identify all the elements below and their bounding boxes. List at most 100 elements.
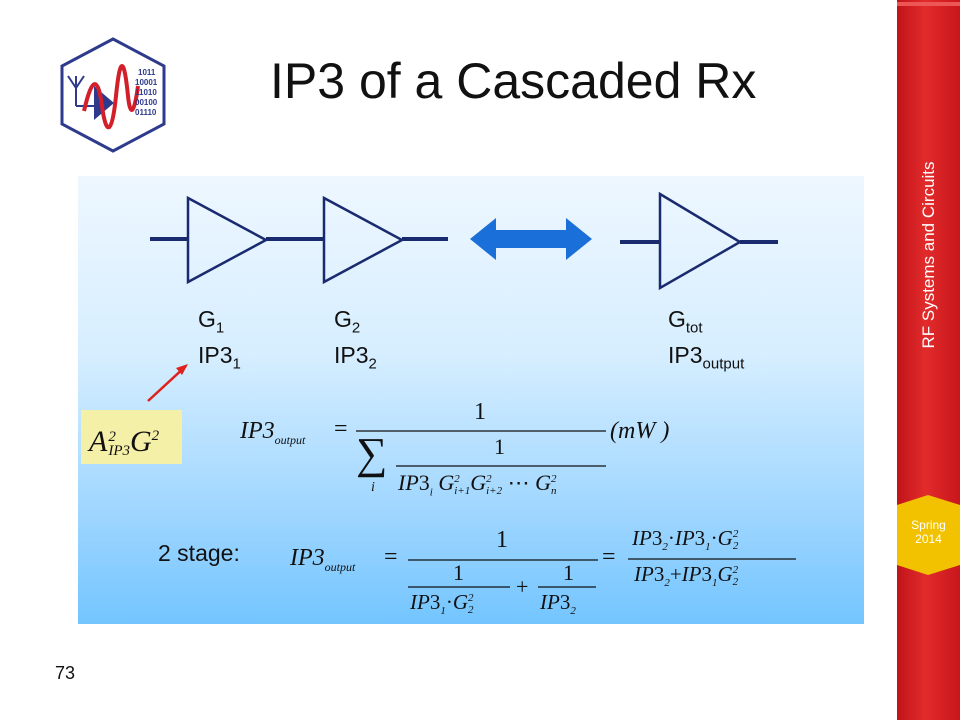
eq2-left-den-sub: 1: [440, 605, 446, 618]
eq2-left-num: 1: [453, 560, 464, 585]
eq2-rd-g: G: [717, 562, 733, 586]
total-gain-label: G: [668, 306, 686, 332]
eq2-rn-sub1: 2: [662, 541, 668, 554]
eq1-sum-index: i: [371, 480, 375, 495]
eq1-den-ip: IP: [398, 470, 419, 495]
eq2-left-den-dot: ·: [445, 590, 453, 614]
eq2-rn-ip1: IP: [632, 526, 652, 550]
page-number: 73: [55, 663, 76, 683]
eq1-numerator: 1: [474, 399, 486, 425]
stage1-ip3-label: IP3: [198, 341, 233, 368]
eq2-rd-three2: 3: [701, 562, 713, 586]
equivalence-double-arrow-icon: [470, 218, 592, 260]
amplifier-diagram: [147, 191, 796, 588]
eq2-rn-dot1: ·: [667, 526, 675, 550]
eq1-lhs-sub: output: [274, 432, 306, 447]
eq2-rd-g-sub: 2: [732, 576, 739, 589]
eq2-rn-g-sup: 2: [732, 528, 739, 541]
eq2-rn-sub2: 1: [705, 541, 711, 554]
term-season: Spring: [911, 518, 946, 532]
eq1-lhs: IP3output: [240, 418, 305, 448]
slide-title: IP3 of a Cascaded Rx: [270, 53, 757, 109]
logo-graphic: 1011 10001 11010 00100 01110: [60, 37, 166, 153]
eq2-lhs-sub: output: [324, 559, 356, 574]
callout-a-sub: IP3: [108, 443, 130, 460]
term-badge: [897, 495, 960, 575]
eq1-den-g1-sup: 2: [454, 472, 460, 485]
stage2-labels: G2 IP32: [334, 306, 377, 377]
sidebar-top-accent: [897, 2, 960, 6]
eq1-den-i: i: [429, 486, 433, 499]
eq1-den-three: 3: [418, 470, 430, 495]
total-amplifier-icon: [658, 191, 743, 291]
callout-g-sup: 2: [151, 428, 160, 444]
eq2-equals-2: =: [602, 544, 616, 570]
sidebar-band: [897, 0, 960, 720]
stage2-amplifier-icon: [322, 195, 405, 285]
eq2-rn-dot2: ·: [710, 526, 718, 550]
eq1-den-g3-sup: 2: [550, 472, 557, 485]
total-ip3-label: IP3: [668, 341, 703, 368]
logo-binary-1: 1011: [138, 68, 156, 77]
term-badge-text: Spring 2014: [897, 518, 960, 546]
eq1-den-g2-sub: i+2: [486, 484, 503, 497]
eq2-right-den-sub: 2: [570, 605, 576, 618]
eq2-rd-ip1: IP: [634, 562, 654, 586]
total-labels: Gtot IP3output: [668, 306, 744, 377]
callout-g: G: [130, 425, 152, 458]
sidebar-course-title: RF Systems and Circuits: [919, 161, 938, 349]
eq2-right-den: IP32: [540, 590, 576, 617]
eq2-rd-three1: 3: [653, 562, 665, 586]
total-ip3-sub: output: [702, 355, 745, 373]
eq2-lhs-base: IP: [290, 545, 313, 571]
eq1-den-g2-sup: 2: [486, 472, 492, 485]
eq2-left-den-g-sub: 2: [468, 604, 474, 617]
eq2-numerator: 1: [496, 527, 508, 553]
eq2-plus: +: [516, 574, 529, 599]
eq2-rn-ip2: IP: [674, 526, 695, 550]
two-stage-label: 2 stage:: [158, 540, 240, 566]
eq2-equals-1: =: [384, 544, 398, 570]
eq1-lhs-num: 3: [262, 418, 275, 444]
eq2-rn-three2: 3: [694, 526, 706, 550]
eq1-den-g3-sub: n: [550, 484, 557, 497]
eq2-rd-ip2: IP: [681, 562, 702, 586]
eq2-lhs: IP3output: [290, 545, 355, 575]
eq1-sum-symbol: ∑: [356, 429, 388, 478]
eq2-rd-sub2: 1: [712, 577, 718, 590]
term-badge-shape: [897, 495, 960, 575]
eq1-unit: (mW ): [610, 418, 670, 444]
eq2-rn-g-sub: 2: [732, 540, 739, 553]
logo-binary-4: 00100: [135, 98, 158, 107]
eq2-right-num: 1: [563, 560, 574, 585]
eq1-lhs-base: IP: [240, 418, 263, 444]
eq2-right-den-ip: IP: [540, 590, 560, 614]
university-logo: 1011 10001 11010 00100 01110: [58, 36, 168, 154]
eq2-rn-g: G: [717, 526, 733, 550]
eq1-den-g3: G: [535, 470, 551, 495]
eq1-equals: =: [334, 416, 348, 442]
stage1-gain-label: G: [198, 306, 216, 332]
eq2-left-den-three: 3: [429, 590, 441, 614]
logo-binary-2: 10001: [135, 78, 158, 87]
eq1-den-g2: G: [470, 470, 487, 495]
stage1-labels: G1 IP31: [198, 306, 241, 377]
total-gain-sub: tot: [685, 319, 703, 337]
eq2-lhs-num: 3: [312, 545, 325, 571]
eq2-rn-three1: 3: [651, 526, 663, 550]
term-year: 2014: [915, 532, 942, 546]
eq1-den-g1-sub: i+1: [454, 484, 471, 497]
stage2-gain-sub: 2: [351, 319, 361, 337]
eq2-left-den-ip: IP: [410, 590, 430, 614]
stage2-ip3-sub: 2: [368, 355, 377, 373]
callout-a: A: [89, 425, 108, 458]
eq2-left-den-g: G: [452, 590, 468, 614]
logo-binary-5: 01110: [135, 108, 157, 117]
